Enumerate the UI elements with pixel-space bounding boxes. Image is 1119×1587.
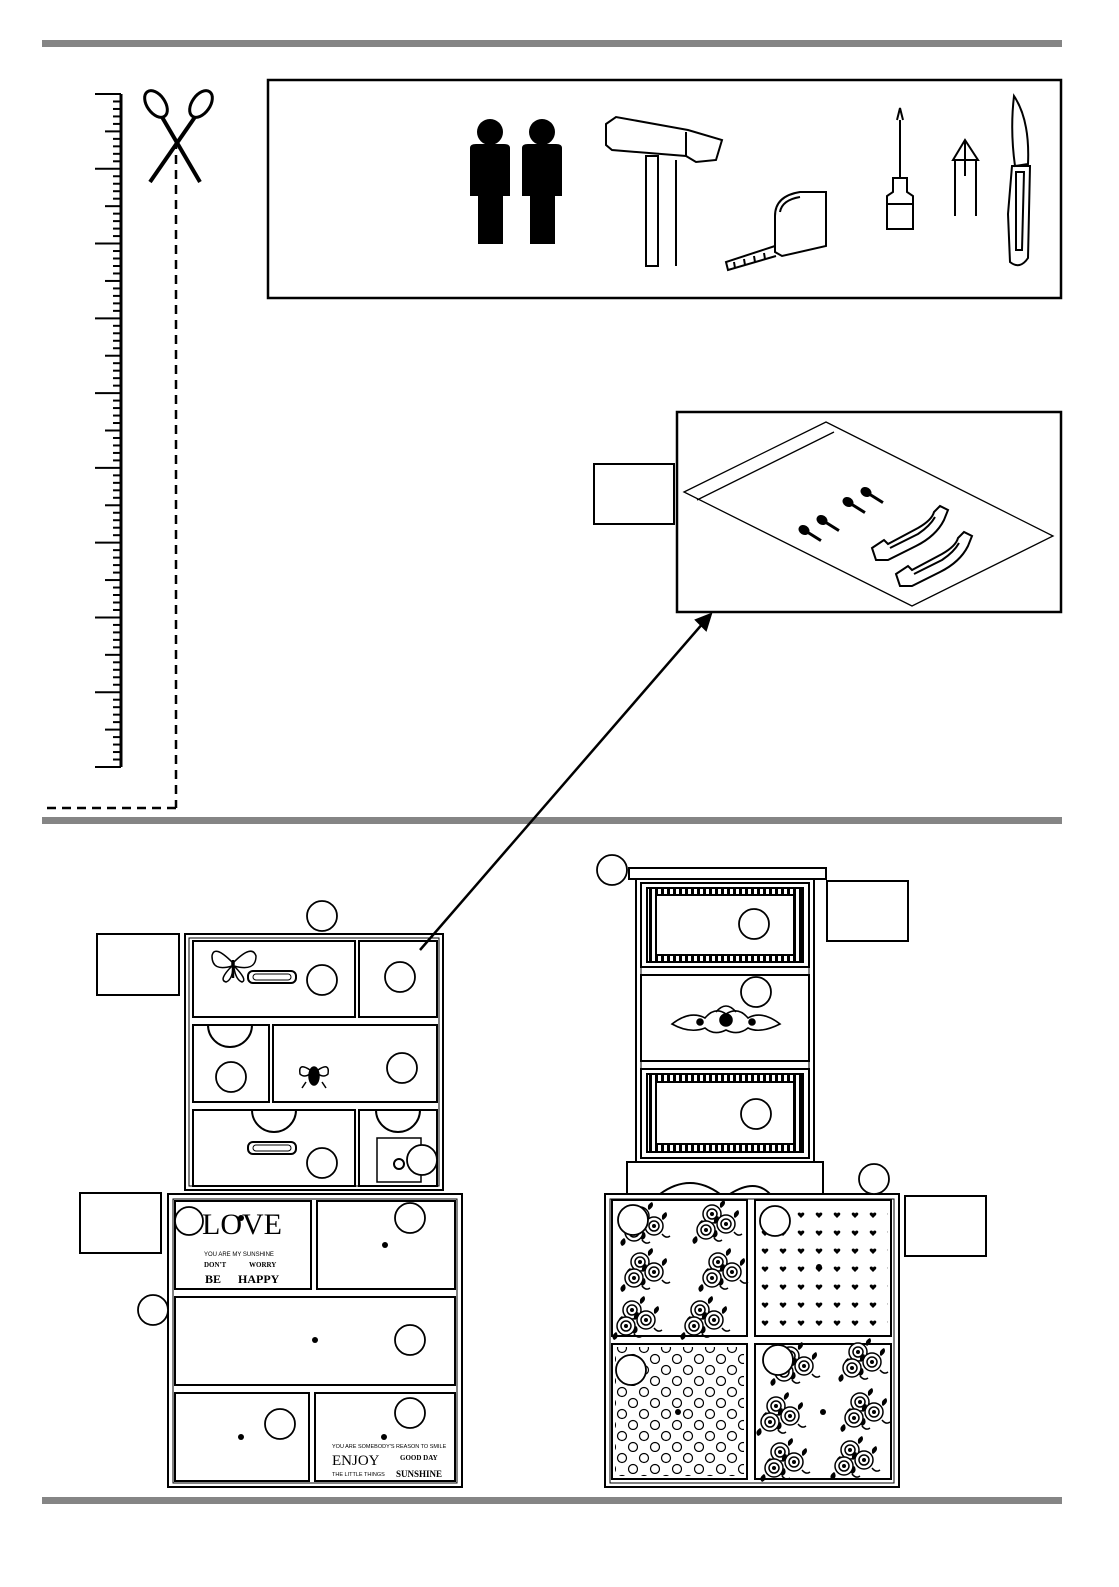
- two-persons-icon: [470, 119, 562, 244]
- enjoy-line-5: SUNSHINE: [396, 1469, 442, 1479]
- part-label-box-upper-left: [97, 934, 179, 995]
- hammer-icon: [606, 117, 722, 266]
- love-line-1: YOU ARE MY SUNSHINE: [204, 1252, 274, 1258]
- enjoy-line-3: GOOD DAY: [400, 1454, 438, 1462]
- love-line-5: HAPPY: [238, 1272, 280, 1286]
- knife-icon: [1008, 96, 1030, 265]
- part-label-box-lower-left: [80, 1193, 161, 1253]
- part-label-box-upper-right: [827, 881, 908, 941]
- enjoy-line-4: THE LITTLE THINGS: [332, 1472, 385, 1478]
- tools-box: [268, 80, 1061, 298]
- ruler: [95, 94, 121, 767]
- love-line-2: DON'T: [204, 1261, 227, 1269]
- love-title: LOVE: [202, 1208, 282, 1241]
- callout-circles-left: [138, 901, 437, 1439]
- butterfly-icon: [212, 951, 256, 982]
- screwdriver-bit-icon: [953, 140, 978, 216]
- love-line-4: BE: [205, 1272, 221, 1286]
- scissors-icon: [140, 87, 217, 182]
- hardware-part-label: [594, 464, 674, 524]
- bee-icon: [300, 1067, 329, 1088]
- enjoy-line-1: YOU ARE SOMEBODY'S REASON TO SMILE: [332, 1444, 447, 1450]
- part-label-box-lower-right: [905, 1196, 986, 1256]
- floral-ornament-icon: [672, 1006, 780, 1033]
- hardware-box: [677, 412, 1061, 612]
- cut-line: [44, 140, 176, 808]
- enjoy-line-2: ENJOY: [332, 1453, 380, 1469]
- love-line-3: WORRY: [249, 1261, 276, 1269]
- tape-measure-icon: [726, 192, 826, 270]
- screwdriver-icon: [887, 108, 913, 229]
